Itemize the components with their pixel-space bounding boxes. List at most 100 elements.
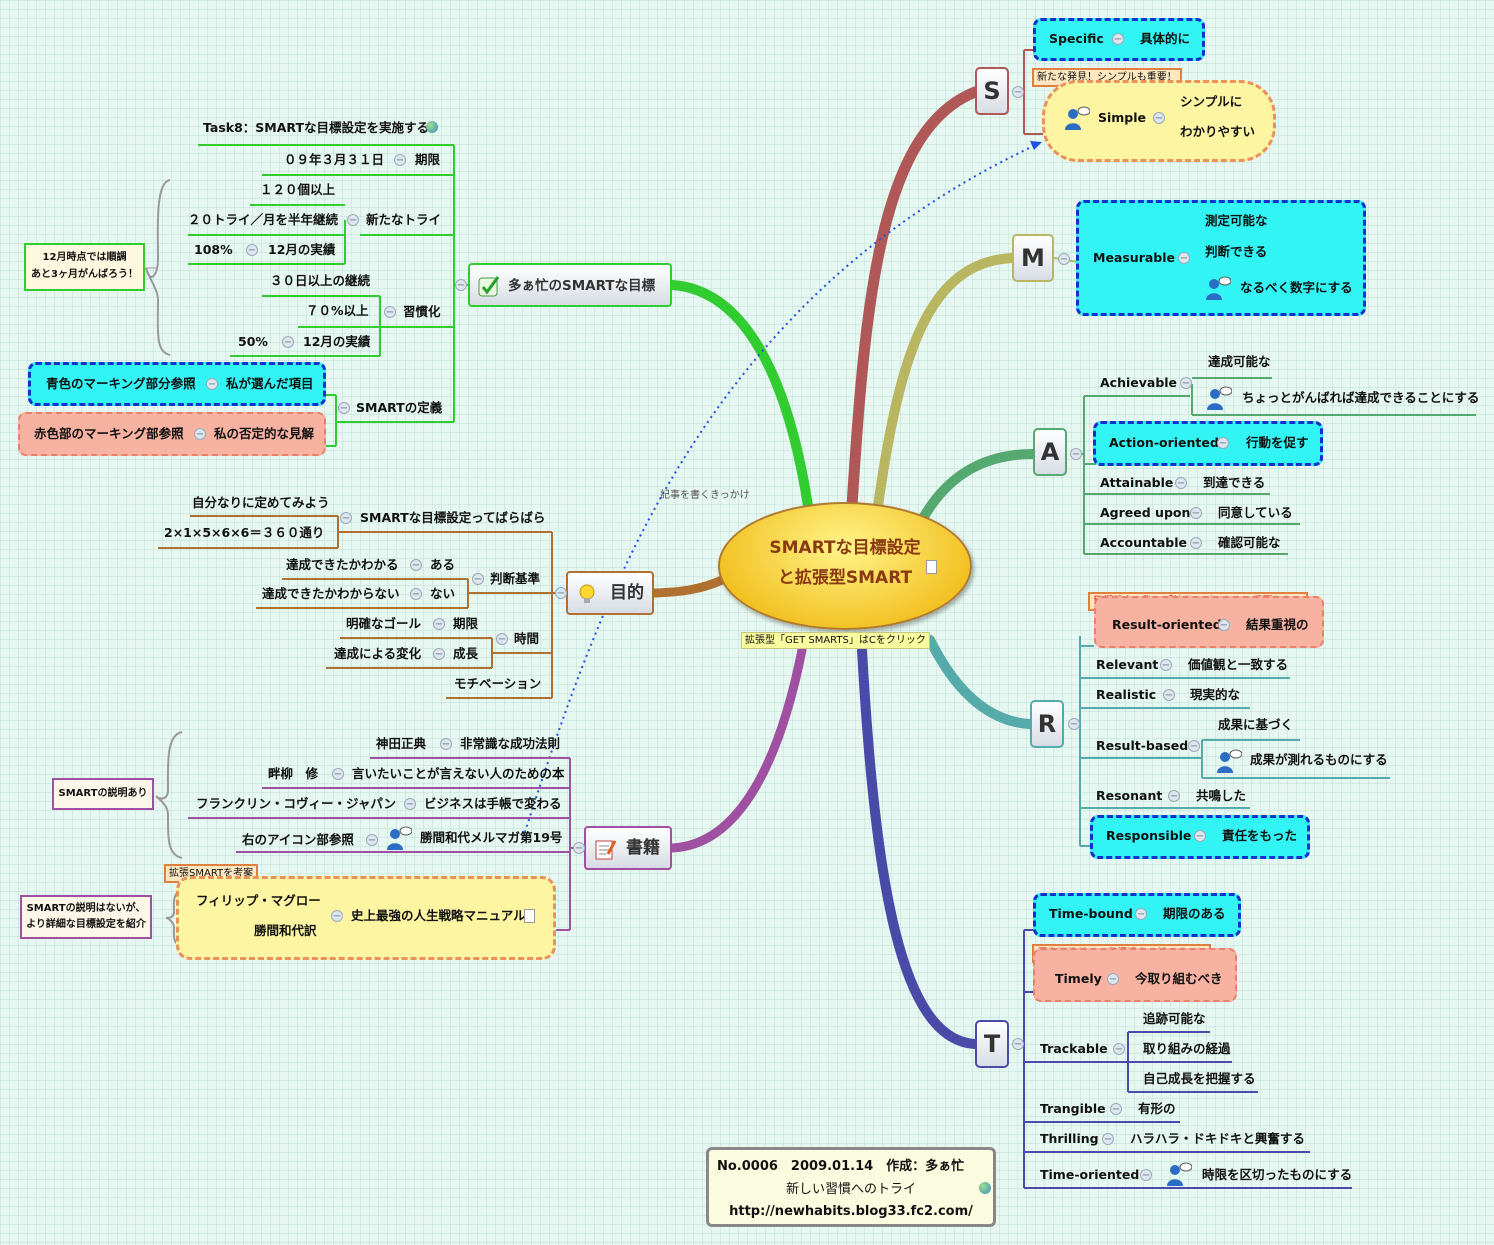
result-based-label[interactable]: Result-based bbox=[1096, 738, 1189, 753]
collapse-icon[interactable]: − bbox=[573, 842, 585, 854]
time-oriented-label[interactable]: Time-oriented bbox=[1040, 1167, 1140, 1182]
motivation-label[interactable]: モチベーション bbox=[454, 676, 542, 691]
collapse-icon[interactable]: − bbox=[1107, 973, 1119, 985]
collapse-icon[interactable]: − bbox=[1194, 830, 1206, 842]
collapse-icon[interactable]: − bbox=[1140, 1169, 1152, 1181]
book-author-1[interactable]: 神田正典 bbox=[376, 736, 427, 751]
collapse-icon[interactable]: − bbox=[338, 402, 350, 414]
collapse-icon[interactable]: − bbox=[282, 336, 294, 348]
person-speaking-icon[interactable] bbox=[1166, 1162, 1192, 1186]
collapse-icon[interactable]: − bbox=[1113, 1043, 1125, 1055]
definition-blue-label[interactable]: 私が選んだ項目 bbox=[226, 376, 314, 391]
collapse-icon[interactable]: − bbox=[433, 618, 445, 630]
globe-icon[interactable] bbox=[426, 121, 438, 133]
book-5-author-2[interactable]: 勝間和代訳 bbox=[254, 923, 317, 938]
trangible-label[interactable]: Trangible bbox=[1040, 1101, 1106, 1116]
measurable-value-3[interactable]: なるべく数字にする bbox=[1240, 280, 1353, 295]
collapse-icon[interactable]: − bbox=[384, 306, 396, 318]
collapse-icon[interactable]: − bbox=[1218, 619, 1230, 631]
measurable-value-2[interactable]: 判断できる bbox=[1205, 244, 1268, 259]
time-oriented-value[interactable]: 時限を区切ったものにする bbox=[1202, 1167, 1353, 1182]
trangible-value[interactable]: 有形の bbox=[1138, 1101, 1176, 1116]
result-based-value-2[interactable]: 成果が測れるものにする bbox=[1250, 752, 1388, 767]
collapse-icon[interactable]: − bbox=[1112, 33, 1124, 45]
collapse-icon[interactable]: − bbox=[331, 910, 343, 922]
relevant-label[interactable]: Relevant bbox=[1096, 657, 1159, 672]
time-label-2[interactable]: 成長 bbox=[453, 646, 479, 661]
habit-value-2[interactable]: ７０%以上 bbox=[306, 303, 369, 318]
realistic-label[interactable]: Realistic bbox=[1096, 687, 1157, 702]
collapse-icon[interactable]: − bbox=[1188, 740, 1200, 752]
agreed-upon-value[interactable]: 同意している bbox=[1218, 505, 1293, 520]
realistic-value[interactable]: 現実的な bbox=[1190, 687, 1241, 702]
thrilling-value[interactable]: ハラハラ・ドキドキと興奮する bbox=[1130, 1131, 1305, 1146]
collapse-icon[interactable]: − bbox=[410, 559, 422, 571]
person-speaking-icon[interactable] bbox=[1206, 386, 1232, 410]
trackable-value-2[interactable]: 取り組みの経過 bbox=[1143, 1041, 1231, 1056]
central-topic[interactable]: SMARTな目標設定 と拡張型SMART bbox=[718, 502, 972, 630]
definition-label[interactable]: SMARTの定義 bbox=[356, 400, 443, 415]
collapse-icon[interactable]: − bbox=[433, 648, 445, 660]
purpose-node[interactable]: 目的 bbox=[566, 571, 654, 615]
m-node[interactable]: M bbox=[1012, 234, 1054, 282]
measurable-value-1[interactable]: 測定可能な bbox=[1205, 213, 1268, 228]
person-speaking-icon[interactable] bbox=[1064, 106, 1090, 130]
collapse-icon[interactable]: − bbox=[1160, 659, 1172, 671]
collapse-icon[interactable]: − bbox=[1012, 1038, 1024, 1050]
achievable-value-1[interactable]: 達成可能な bbox=[1208, 354, 1271, 369]
collapse-icon[interactable]: − bbox=[440, 738, 452, 750]
collapse-icon[interactable]: − bbox=[1175, 477, 1187, 489]
criteria-value-2[interactable]: 達成できたかわからない bbox=[262, 586, 400, 601]
trial-result-label[interactable]: 12月の実績 bbox=[268, 242, 336, 257]
thrilling-label[interactable]: Thrilling bbox=[1040, 1131, 1099, 1146]
specific-value[interactable]: 具体的に bbox=[1140, 31, 1191, 46]
collapse-icon[interactable]: − bbox=[206, 378, 218, 390]
info-line3[interactable]: http://newhabits.blog33.fc2.com/ bbox=[729, 1204, 973, 1219]
collapse-icon[interactable]: − bbox=[394, 154, 406, 166]
person-speaking-icon[interactable] bbox=[1205, 276, 1231, 300]
collapse-icon[interactable]: − bbox=[1135, 908, 1147, 920]
vary-value-2[interactable]: 2×1×5×6×6＝３６０通り bbox=[164, 525, 325, 540]
habit-label[interactable]: 習慣化 bbox=[403, 304, 441, 319]
book-5-author-1[interactable]: フィリップ・マグロー bbox=[196, 893, 321, 908]
trial-value-2[interactable]: ２０トライ／月を半年継続 bbox=[188, 212, 339, 227]
collapse-icon[interactable]: − bbox=[1178, 252, 1190, 264]
collapse-icon[interactable]: − bbox=[555, 587, 567, 599]
habit-result-value[interactable]: 50% bbox=[238, 334, 268, 349]
book-author-2[interactable]: 畔柳 修 bbox=[268, 766, 319, 781]
collapse-icon[interactable]: − bbox=[496, 633, 508, 645]
collapse-icon[interactable]: − bbox=[1070, 448, 1082, 460]
collapse-icon[interactable]: − bbox=[1217, 437, 1229, 449]
trial-value-1[interactable]: １２０個以上 bbox=[260, 182, 336, 197]
collapse-icon[interactable]: − bbox=[1180, 377, 1192, 389]
accountable-label[interactable]: Accountable bbox=[1100, 535, 1187, 550]
habit-value-1[interactable]: ３０日以上の継続 bbox=[270, 273, 371, 288]
deadline-value[interactable]: ０９年３月３１日 bbox=[284, 152, 385, 167]
simple-value-2[interactable]: わかりやすい bbox=[1180, 124, 1256, 139]
definition-blue-value[interactable]: 青色のマーキング部分参照 bbox=[46, 376, 196, 391]
definition-red-label[interactable]: 私の否定的な見解 bbox=[214, 426, 315, 441]
collapse-icon[interactable]: − bbox=[1012, 86, 1024, 98]
responsible-label[interactable]: Responsible bbox=[1106, 828, 1192, 843]
action-oriented-label[interactable]: Action-oriented bbox=[1109, 435, 1219, 450]
book-title-4[interactable]: 勝間和代メルマガ第19号 bbox=[420, 830, 563, 845]
book-title-5[interactable]: 史上最強の人生戦略マニュアル bbox=[351, 908, 526, 923]
book-title-2[interactable]: 言いたいことが言えない人のための本 bbox=[352, 766, 565, 781]
globe-icon[interactable] bbox=[979, 1182, 991, 1194]
collapse-icon[interactable]: − bbox=[332, 768, 344, 780]
collapse-icon[interactable]: − bbox=[1153, 112, 1165, 124]
collapse-icon[interactable]: − bbox=[340, 512, 352, 524]
goals-task[interactable]: Task8：SMARTな目標設定を実施する bbox=[203, 120, 430, 135]
habit-result-label[interactable]: 12月の実績 bbox=[303, 334, 371, 349]
relevant-value[interactable]: 価値観と一致する bbox=[1188, 657, 1289, 672]
a-node[interactable]: A bbox=[1033, 428, 1067, 476]
collapse-icon[interactable]: − bbox=[455, 279, 467, 291]
collapse-icon[interactable]: − bbox=[347, 214, 359, 226]
r-node[interactable]: R bbox=[1030, 700, 1064, 748]
collapse-icon[interactable]: − bbox=[1110, 1103, 1122, 1115]
criteria-value-1[interactable]: 達成できたかわかる bbox=[286, 557, 399, 572]
simple-label[interactable]: Simple bbox=[1098, 110, 1147, 125]
note-icon[interactable] bbox=[524, 909, 535, 923]
resonant-value[interactable]: 共鳴した bbox=[1196, 788, 1247, 803]
collapse-icon[interactable]: − bbox=[1068, 718, 1080, 730]
